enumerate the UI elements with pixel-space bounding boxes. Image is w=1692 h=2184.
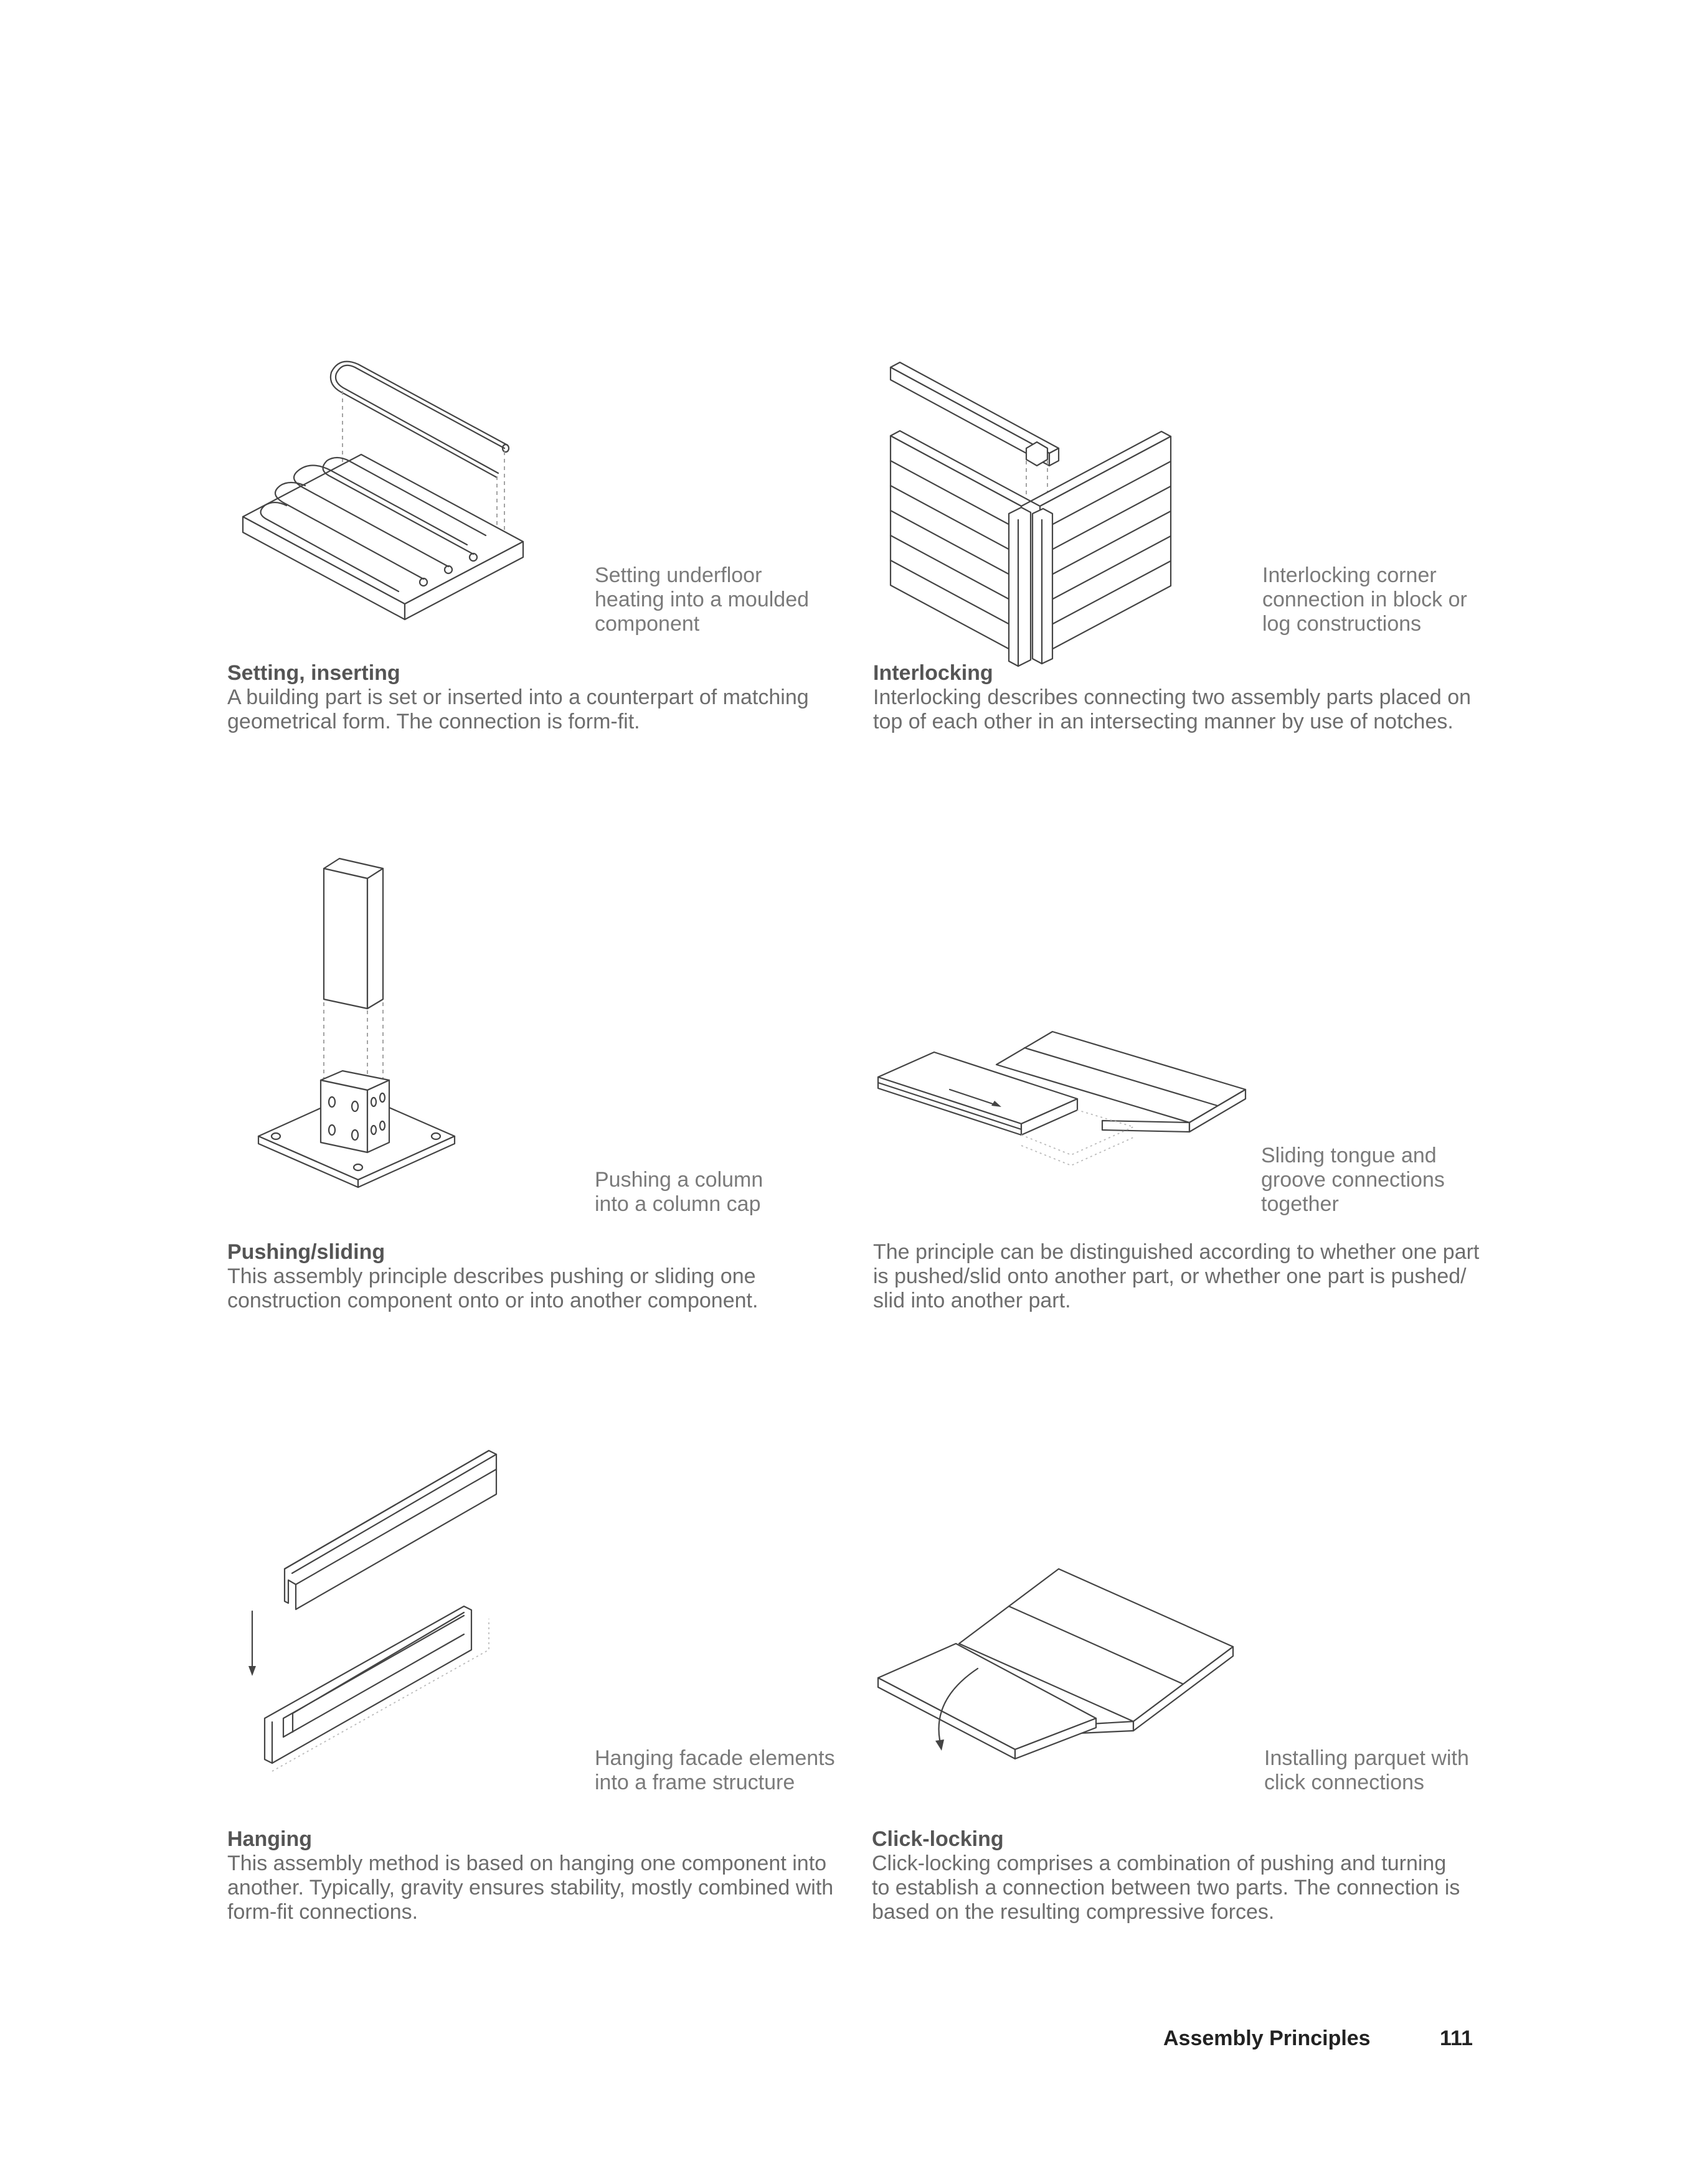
section-hanging: Hanging This assembly method is based on… <box>227 1827 850 1924</box>
page-number: 111 <box>1440 2026 1473 2050</box>
footer-section-title: Assembly Principles <box>1163 2026 1371 2050</box>
caption-interlocking: Interlocking corner connection in block … <box>1262 563 1467 636</box>
section-body: Click-locking comprises a combination of… <box>872 1852 1460 1924</box>
section-body: The principle can be distinguished accor… <box>873 1240 1480 1312</box>
caption-tongue-groove: Sliding tongue and groove connections to… <box>1261 1144 1445 1216</box>
section-setting-inserting: Setting, inserting A building part is se… <box>227 661 850 734</box>
section-pushing-sliding-detail: The principle can be distinguished accor… <box>873 1240 1496 1313</box>
caption-click-parquet: Installing parquet with click connection… <box>1264 1746 1469 1794</box>
section-title: Pushing/sliding <box>227 1240 385 1264</box>
figure-column-cap <box>249 850 473 1198</box>
section-body: A building part is set or inserted into … <box>227 685 809 733</box>
section-pushing-sliding: Pushing/sliding This assembly principle … <box>227 1240 850 1313</box>
caption-underfloor-heating: Setting underfloor heating into a moulde… <box>595 563 810 636</box>
section-body: This assembly method is based on hanging… <box>227 1852 834 1924</box>
section-title: Interlocking <box>873 661 993 685</box>
section-title: Click-locking <box>872 1827 1004 1851</box>
figure-underfloor-heating <box>237 360 536 623</box>
section-interlocking: Interlocking Interlocking describes conn… <box>873 661 1496 734</box>
section-click-locking: Click-locking Click-locking comprises a … <box>872 1827 1495 1924</box>
section-title: Hanging <box>227 1827 312 1851</box>
figure-tongue-groove <box>872 996 1258 1208</box>
section-title: Setting, inserting <box>227 661 400 685</box>
caption-column-cap: Pushing a column into a column cap <box>595 1168 763 1216</box>
section-body: Interlocking describes connecting two as… <box>873 685 1472 733</box>
figure-interlocking-logs <box>884 361 1183 667</box>
section-body: This assembly principle describes pushin… <box>227 1264 759 1312</box>
caption-hanging-facade: Hanging facade elements into a frame str… <box>595 1746 835 1794</box>
figure-hanging-facade <box>240 1444 514 1781</box>
figure-click-parquet <box>872 1556 1245 1781</box>
